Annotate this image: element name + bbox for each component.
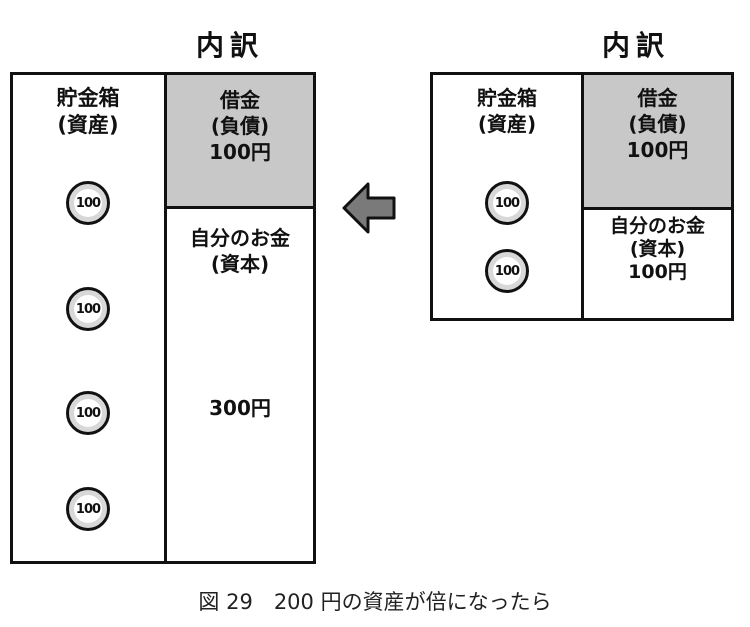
left-equity-amount: 300円	[209, 396, 271, 420]
figure-caption: 図 29 200 円の資産が倍になったら	[198, 590, 552, 614]
right-asset-label-1: 貯金箱	[477, 86, 537, 110]
right-heading: 内訳	[602, 29, 671, 62]
right-debt-label: 借金 (負債) 100円	[584, 85, 731, 163]
left-coin: 100	[66, 487, 110, 531]
left-coin-value: 100	[74, 295, 102, 323]
right-debt-label-2: (負債)	[628, 112, 687, 136]
left-balance-sheet: 貯金箱 (資産) 100 100 100 100 借金 (負債) 100円 自分…	[10, 72, 316, 564]
right-asset-label: 貯金箱 (資産)	[433, 85, 581, 137]
left-debt-label-2: (負債)	[210, 114, 270, 138]
left-equity-label: 自分のお金 (資本)	[167, 225, 313, 277]
left-debt-amount: 100円	[209, 140, 271, 164]
right-coin-value: 100	[493, 257, 521, 285]
left-debt-label-1: 借金	[220, 88, 260, 112]
right-equity-label-1: 自分のお金	[609, 215, 705, 237]
left-equity-label-1: 自分のお金	[190, 226, 290, 250]
right-equity-label-2: (資本)	[629, 237, 686, 260]
right-equity-label: 自分のお金 (資本) 100円	[584, 215, 731, 283]
left-divider-vertical	[164, 75, 167, 561]
arrow-left-icon	[342, 182, 396, 234]
right-debt-label-1: 借金	[637, 86, 678, 110]
right-equity-amount: 100円	[628, 260, 687, 283]
left-debt-cell	[167, 75, 313, 208]
left-equity-label-2: (資本)	[210, 252, 270, 276]
right-divider-vertical	[581, 75, 584, 318]
right-coin: 100	[485, 249, 529, 293]
left-divider-horizontal	[164, 206, 313, 209]
left-coin: 100	[66, 181, 110, 225]
right-balance-sheet: 貯金箱 (資産) 100 100 借金 (負債) 100円 自分のお金 (資本)…	[430, 72, 734, 321]
right-asset-label-2: (資産)	[477, 112, 537, 136]
left-coin-value: 100	[74, 189, 102, 217]
left-coin: 100	[66, 287, 110, 331]
right-debt-amount: 100円	[626, 138, 689, 162]
right-coin: 100	[485, 181, 529, 225]
left-coin-value: 100	[74, 495, 102, 523]
right-coin-value: 100	[493, 189, 521, 217]
left-asset-label: 貯金箱 (資産)	[13, 85, 163, 140]
left-asset-label-2: (資産)	[57, 113, 119, 138]
left-coin: 100	[66, 391, 110, 435]
left-heading: 内訳	[196, 29, 265, 62]
right-divider-horizontal	[581, 207, 731, 210]
left-coin-value: 100	[74, 399, 102, 427]
right-debt-cell	[584, 75, 731, 209]
left-debt-label: 借金 (負債) 100円	[167, 87, 313, 165]
left-asset-label-1: 貯金箱	[56, 86, 120, 110]
